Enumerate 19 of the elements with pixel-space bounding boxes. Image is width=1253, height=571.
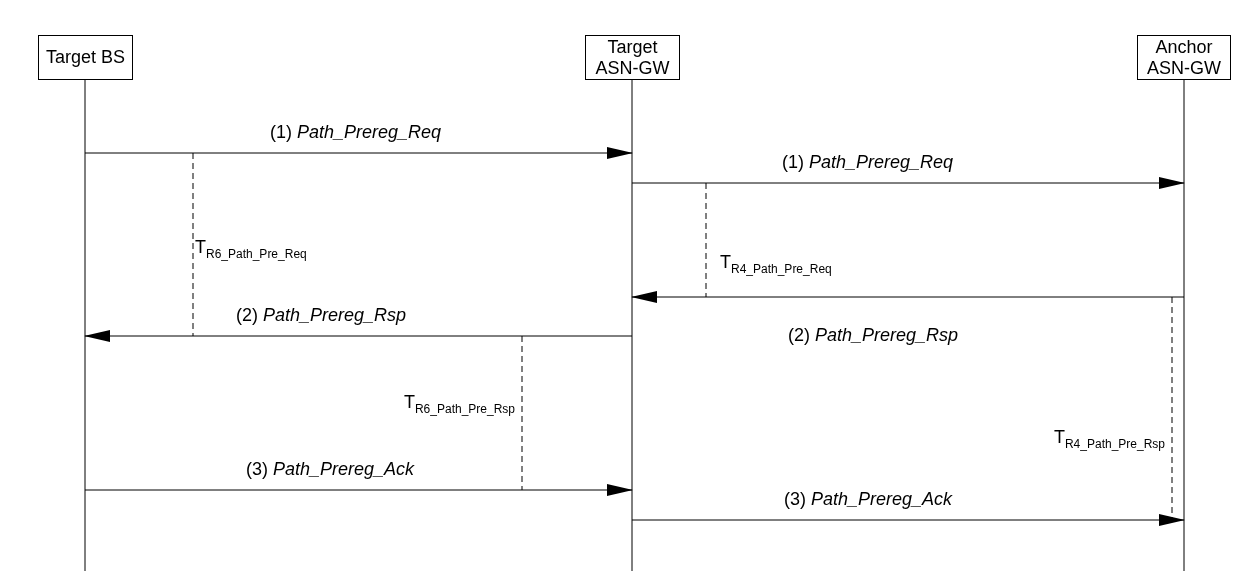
message-arrow — [84, 330, 633, 342]
participant-box: Anchor ASN-GW — [1137, 35, 1231, 80]
message-arrow — [84, 147, 633, 159]
timer-label: T$_{R6_Path_Pre_Req}$ — [195, 237, 307, 261]
participant-box: Target ASN-GW — [585, 35, 680, 80]
timer-label: T$_{R4_Path_Pre_Req}$ — [720, 252, 832, 276]
message-label: (1) Path_Prereg_Req — [270, 122, 442, 143]
message-arrow — [631, 514, 1185, 526]
message-arrow — [631, 291, 1185, 303]
message-label: (1) Path_Prereg_Req — [782, 152, 954, 173]
message-arrow — [84, 484, 633, 496]
participant-box: Target BS — [38, 35, 133, 80]
message-label: (3) Path_Prereg_Ack — [246, 459, 415, 480]
timer-label: T$_{R6_Path_Pre_Rsp}$ — [402, 392, 515, 416]
message-label: (2) Path_Prereg_Rsp — [788, 325, 959, 346]
message-label: (3) Path_Prereg_Ack — [784, 489, 953, 510]
timer-label: T$_{R4_Path_Pre_Rsp}$ — [1052, 427, 1165, 451]
message-arrow — [631, 177, 1185, 189]
message-label: (2) Path_Prereg_Rsp — [236, 305, 407, 326]
